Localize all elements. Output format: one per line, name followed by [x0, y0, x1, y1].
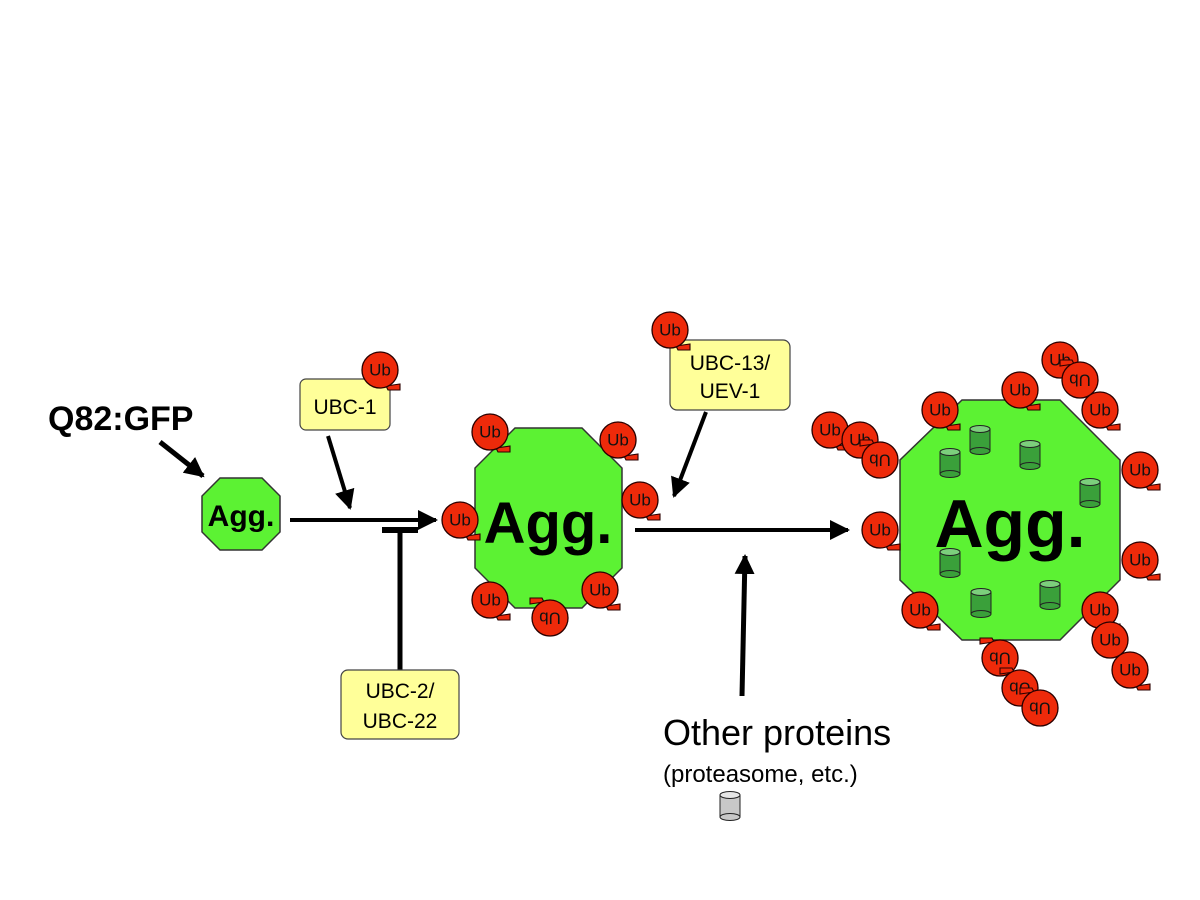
ubiquitin-icon: Ub — [651, 311, 691, 351]
ubiquitin-icon: Ub — [581, 571, 621, 611]
medium-agg-label: Agg. — [484, 491, 613, 556]
ubiquitin-icon: Ub — [361, 351, 401, 391]
ubiquitin-icon: Ub — [1059, 359, 1099, 399]
ubiquitin-icon: Ub — [621, 481, 661, 521]
proteasome-icon — [1019, 440, 1041, 470]
ubc13-label-line2: UEV-1 — [700, 380, 761, 403]
ubiquitin-icon: Ub — [921, 391, 961, 431]
proteasome-icon — [939, 448, 961, 478]
other-proteins-subtitle: (proteasome, etc.) — [663, 761, 858, 788]
proteasome-group — [939, 425, 1101, 618]
ubiquitin-label: Ub — [479, 590, 501, 609]
ubiquitin-icon: Ub — [1001, 371, 1041, 411]
ubiquitin-label: Ub — [1009, 380, 1031, 399]
ubiquitin-icon: Ub — [859, 439, 899, 479]
ubiquitin-label: Ub — [449, 510, 471, 529]
ubiquitin-icon: Ub — [441, 501, 481, 541]
ubiquitin-label: Ub — [1099, 630, 1121, 649]
arrow-ubc1 — [326, 435, 355, 510]
arrow-other-proteins — [734, 554, 755, 697]
ubiquitin-label: Ub — [369, 360, 391, 379]
small-aggregate: Agg. — [201, 477, 281, 551]
ubiquitin-label: Ub — [1129, 460, 1151, 479]
ubc2-label-line2: UBC-22 — [363, 710, 438, 733]
ubiquitin-label: Ub — [629, 490, 651, 509]
proteasome-icon — [970, 588, 992, 618]
ubiquitin-label: Ub — [1129, 550, 1151, 569]
arrows — [158, 411, 850, 697]
ubiquitin-label: Ub — [1089, 400, 1111, 419]
ubiquitin-label: Ub — [869, 451, 891, 470]
ubiquitin-icon: Ub — [1081, 391, 1121, 431]
ubiquitin-label: Ub — [1069, 371, 1091, 390]
proteasome-icon — [969, 425, 991, 455]
ubiquitin-label: Ub — [1089, 600, 1111, 619]
arrow-title-to-small-agg — [158, 440, 205, 478]
ubiquitin-icon: Ub — [1111, 651, 1151, 691]
ubc2-label-line1: UBC-2/ — [366, 680, 435, 703]
ubiquitin-icon: Ub — [471, 581, 511, 621]
small-agg-label: Agg. — [208, 500, 275, 533]
ubiquitin-icon: Ub — [861, 511, 901, 551]
medium-aggregate: Agg. — [474, 427, 623, 609]
proteasome-icon — [939, 548, 961, 578]
ubiquitin-label: Ub — [589, 580, 611, 599]
ubiquitin-icon: Ub — [471, 413, 511, 453]
ubiquitin-label: Ub — [659, 320, 681, 339]
ubc1-label: UBC-1 — [313, 396, 376, 419]
ubiquitin-label: Ub — [819, 420, 841, 439]
ubiquitin-label: Ub — [607, 430, 629, 449]
q82-gfp-label: Q82:GFP — [48, 400, 193, 438]
other-proteins-label: Other proteins — [663, 712, 891, 753]
ubiquitin-icon: Ub — [1121, 541, 1161, 581]
ubiquitin-label: Ub — [869, 520, 891, 539]
ubiquitin-icon: Ub — [599, 421, 639, 461]
ubiquitin-label: Ub — [909, 600, 931, 619]
ubiquitin-icon: Ub — [979, 637, 1019, 677]
ubiquitin-icon: Ub — [901, 591, 941, 631]
ubc13-label-line1: UBC-13/ — [690, 352, 771, 375]
ubiquitin-label: Ub — [1029, 699, 1051, 718]
arrow-ubc13 — [671, 411, 708, 498]
ubiquitin-label: Ub — [1119, 660, 1141, 679]
proteasome-icon — [719, 791, 741, 821]
enzyme-box-ubc13: UBC-13/ UEV-1 — [669, 339, 791, 411]
proteasome-icon — [1079, 478, 1101, 508]
ubiquitin-label: Ub — [479, 422, 501, 441]
enzyme-box-ubc1: UBC-1 — [299, 378, 391, 431]
ubiquitin-icon: Ub — [529, 597, 569, 637]
ubiquitin-label: Ub — [539, 609, 561, 628]
ubiquitin-label: Ub — [929, 400, 951, 419]
ubiquitin-label: Ub — [989, 649, 1011, 668]
ubiquitin-icon: Ub — [1121, 451, 1161, 491]
proteasome-icon — [1039, 580, 1061, 610]
large-agg-label: Agg. — [934, 486, 1085, 562]
enzyme-box-ubc2: UBC-2/ UBC-22 — [340, 669, 460, 740]
ubiquitin-icon: Ub — [1019, 687, 1059, 727]
